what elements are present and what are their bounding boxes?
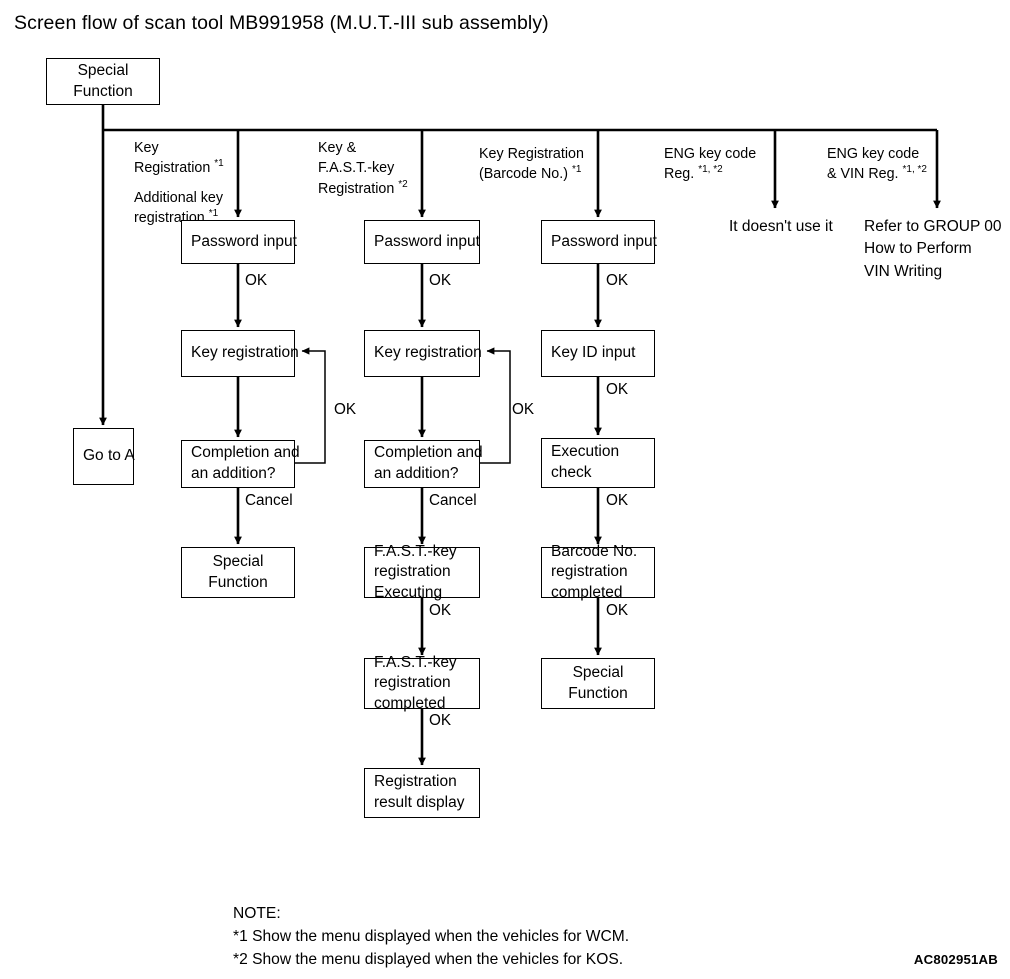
branch-line: Key & — [318, 140, 357, 156]
node-line: Function — [73, 82, 133, 100]
edge-label-c1-loop-ok: OK — [334, 401, 357, 418]
note-heading: NOTE: — [233, 905, 281, 922]
node-c3-special-function[interactable]: Special Function — [541, 658, 655, 709]
node-line: Password input — [374, 232, 480, 250]
note-block: NOTE: *1 Show the menu displayed when th… — [233, 903, 629, 972]
node-line: F.A.S.T.-key — [374, 653, 457, 671]
node-line: registration — [374, 674, 451, 692]
branch-line: Additional key — [134, 189, 224, 206]
edge-label-c1-ok: OK — [245, 272, 268, 289]
branch-line: ENG key code — [664, 146, 757, 162]
node-go-to-a[interactable]: Go to A — [73, 428, 135, 485]
node-line: Function — [208, 573, 268, 591]
node-line: Special — [572, 663, 624, 681]
node-line: Completion and — [374, 444, 483, 462]
node-c3-barcode-no-registration-completed[interactable]: Barcode No. registration completed — [541, 543, 655, 601]
branch-label-key-registration: Key Registration *1 Additional key regis… — [134, 138, 224, 228]
node-line: Execution — [551, 443, 620, 461]
branch-line: (Barcode No.) *1 — [479, 164, 582, 183]
branch-line: Registration *1 — [134, 158, 224, 177]
terminal-line: VIN Writing — [864, 262, 943, 280]
terminal-text-it-doesnt-use-it: It doesn't use it — [729, 218, 833, 235]
node-c3-key-id-input[interactable]: Key ID input — [541, 330, 655, 377]
node-line: Function — [568, 684, 628, 702]
terminal-line: How to Perform — [864, 240, 972, 258]
node-line: Registration — [374, 773, 457, 791]
branch-label-eng-key-code-and-vin-reg: ENG key code & VIN Reg. *1, *2 — [827, 144, 927, 185]
node-c2-registration-result-display[interactable]: Registration result display — [364, 768, 480, 818]
edge-label-c2-loop-ok: OK — [512, 401, 535, 418]
node-line: an addition? — [191, 465, 276, 482]
edge-label-c2-cancel: Cancel — [429, 492, 477, 509]
node-line: result display — [374, 794, 465, 811]
note-line-2: *2 Show the menu displayed when the vehi… — [233, 950, 624, 968]
node-c3-execution-check[interactable]: Execution check — [541, 438, 655, 488]
node-line: an addition? — [374, 465, 459, 482]
node-c1-password-input[interactable]: Password input — [181, 220, 297, 264]
branch-label-key-and-fast-key-registration: Key & F.A.S.T.-key Registration *2 — [318, 138, 408, 199]
node-c2-fast-key-registration-executing[interactable]: F.A.S.T.-key registration Executing — [364, 543, 480, 601]
node-line: Completion and — [191, 444, 300, 462]
node-line: Key ID input — [551, 344, 636, 362]
edge-label-c2-ok-1: OK — [429, 272, 452, 289]
edge-label-c3-ok-3: OK — [606, 492, 629, 509]
node-c2-fast-key-registration-completed[interactable]: F.A.S.T.-key registration completed — [364, 654, 480, 712]
node-line: completed — [551, 583, 623, 601]
node-special-function-root[interactable]: Special Function — [46, 58, 160, 105]
node-line: Special — [77, 61, 129, 79]
edge-label-c3-ok-2: OK — [606, 381, 629, 398]
page-title: Screen flow of scan tool MB991958 (M.U.T… — [14, 12, 549, 34]
node-c1-completion-and-an-addition[interactable]: Completion and an addition? — [181, 440, 300, 488]
branch-line: Key — [134, 140, 159, 156]
edge-label-c3-ok-4: OK — [606, 602, 629, 619]
branch-line: F.A.S.T.-key — [318, 160, 395, 177]
node-line: F.A.S.T.-key — [374, 542, 457, 560]
terminal-line: Refer to GROUP 00 — [864, 218, 1002, 235]
node-c1-special-function[interactable]: Special Function — [181, 547, 295, 598]
node-line: Special — [212, 552, 264, 570]
node-c2-password-input[interactable]: Password input — [364, 220, 480, 264]
node-c3-password-input[interactable]: Password input — [541, 220, 657, 264]
branch-label-eng-key-code-reg: ENG key code Reg. *1, *2 — [664, 144, 756, 185]
branch-line: Registration *2 — [318, 178, 408, 197]
terminal-text-refer-to-group-00: Refer to GROUP 00 How to Perform VIN Wri… — [864, 216, 1002, 283]
branch-line: Reg. *1, *2 — [664, 164, 723, 183]
edge-label-c1-cancel: Cancel — [245, 492, 293, 509]
node-c2-key-registration[interactable]: Key registration — [364, 330, 482, 377]
node-line: Key registration — [191, 344, 299, 362]
branch-line: Key Registration — [479, 146, 584, 162]
branch-line: & VIN Reg. *1, *2 — [827, 164, 927, 183]
branch-label-key-registration-barcode: Key Registration (Barcode No.) *1 — [479, 144, 584, 185]
edge-label-c3-ok-1: OK — [606, 272, 629, 289]
node-line: Key registration — [374, 344, 482, 362]
node-line: check — [551, 464, 592, 481]
node-c2-completion-and-an-addition[interactable]: Completion and an addition? — [364, 440, 483, 488]
node-line: registration — [551, 563, 628, 581]
node-line: registration — [374, 563, 451, 581]
node-line: Executing — [374, 583, 443, 601]
node-line: Password input — [551, 232, 657, 250]
figure-id: AC802951AB — [913, 952, 998, 967]
edge-label-c2-ok-2: OK — [429, 602, 452, 619]
node-line: Go to A — [83, 447, 135, 465]
node-line: Barcode No. — [551, 542, 638, 560]
edge-label-c2-ok-3: OK — [429, 712, 452, 729]
note-line-1: *1 Show the menu displayed when the vehi… — [233, 927, 630, 945]
node-line: Password input — [191, 232, 297, 250]
node-line: completed — [374, 694, 446, 712]
branch-line: ENG key code — [827, 146, 920, 162]
node-c1-key-registration[interactable]: Key registration — [181, 330, 299, 377]
